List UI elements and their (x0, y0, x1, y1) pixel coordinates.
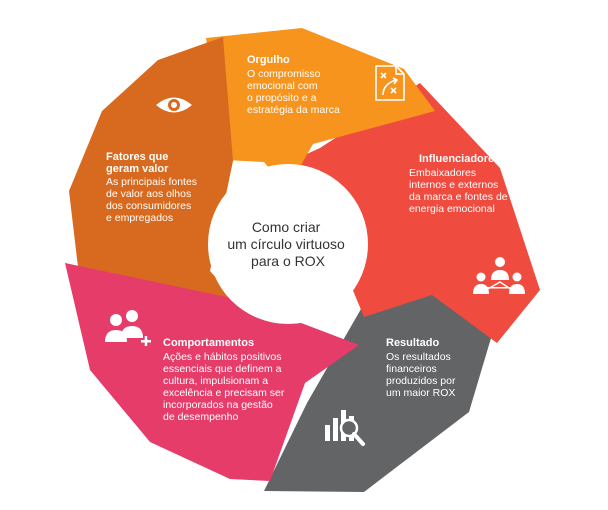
center-title: Como criar um círculo virtuoso para o RO… (227, 219, 348, 269)
segment-description: O compromisso emocional com o propósito … (247, 68, 340, 116)
segment-fatores-shape (69, 37, 248, 313)
segment-orgulho-shape (206, 28, 435, 190)
center-circle (208, 164, 368, 324)
eye-icon (156, 97, 192, 113)
center-line: um círculo virtuoso (227, 236, 345, 252)
center-line: Como criar (252, 219, 321, 235)
chart-magnifier-icon (325, 410, 365, 446)
segment-fatores: Fatores que geram valor As principais fo… (106, 97, 200, 224)
segment-resultado: Resultado Os resultados financeiros prod… (325, 337, 458, 446)
segment-orgulho: Orgulho O compromisso emocional com o pr… (247, 54, 405, 116)
segment-description: Os resultados financeiros produzidos por… (386, 351, 458, 399)
segment-title: Fatores que geram valor (106, 151, 171, 175)
people-network-icon (473, 257, 525, 294)
segment-resultado-shape (264, 248, 497, 492)
segment-influenciadores: Influenciadores Embaixadores internos e … (409, 153, 525, 294)
segment-title: Comportamentos (163, 337, 254, 349)
center-line: para o ROX (251, 253, 326, 269)
segment-title: Resultado (386, 337, 439, 349)
segment-description: Embaixadores internos e externos da marc… (409, 167, 511, 215)
strategy-board-icon (375, 65, 405, 101)
add-user-group-icon (105, 310, 151, 346)
segment-comportamentos: Comportamentos Ações e hábitos positivos… (105, 310, 287, 423)
segment-title: Influenciadores (419, 153, 500, 165)
segment-title: Orgulho (247, 54, 290, 66)
segment-description: As principais fontes de valor aos olhos … (106, 176, 200, 224)
segment-description: Ações e hábitos positivos essenciais que… (163, 351, 287, 423)
